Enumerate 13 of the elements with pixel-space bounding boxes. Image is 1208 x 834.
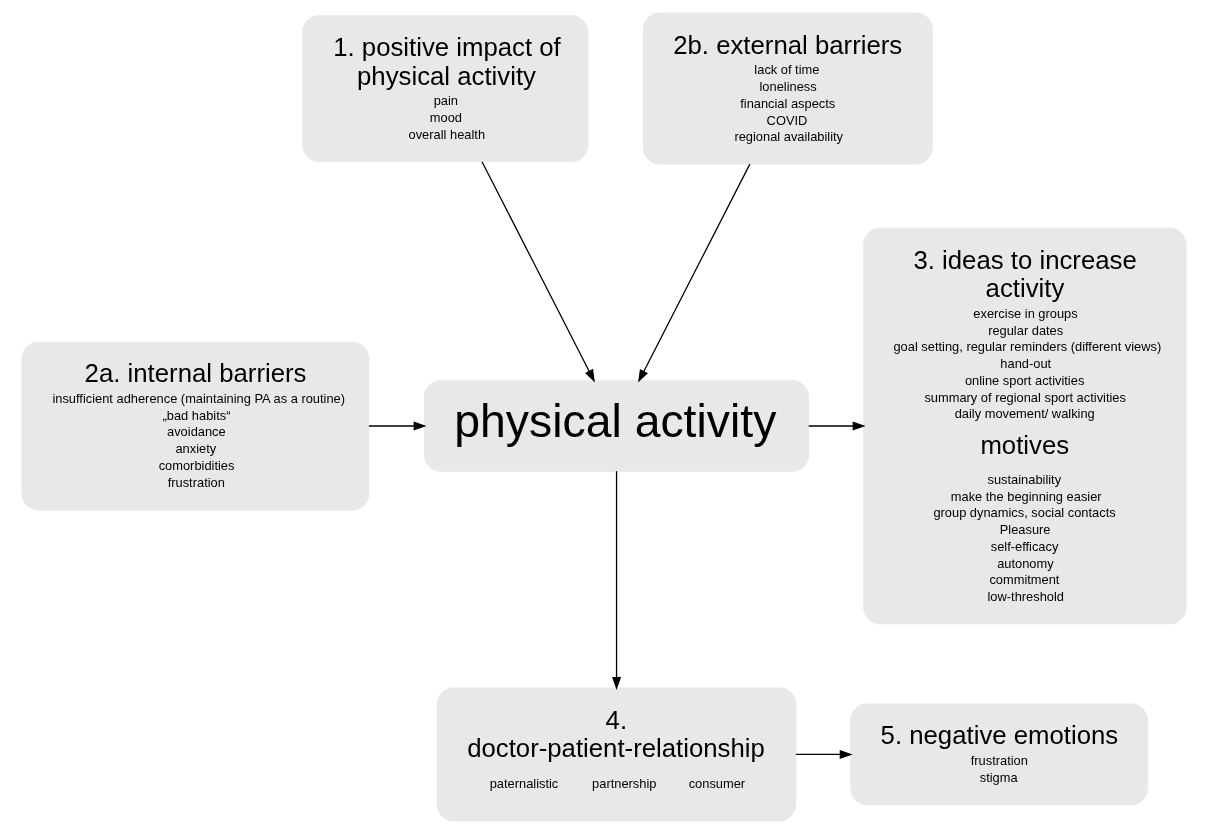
arrow xyxy=(481,161,595,383)
node-box: physical activity xyxy=(424,380,810,472)
node-box: 2b. external barriers lack of time loneliness financial aspects COVID regional availability xyxy=(642,12,933,165)
node-box: 2a. internal barriers insufficient adherence (maintaining PA as a routine) „bad habits“ avoidance anxiety comorbidities frustration xyxy=(21,341,370,511)
arrow xyxy=(368,421,427,431)
arrow xyxy=(795,749,853,759)
arrow xyxy=(612,470,622,690)
node-box: 3. ideas to increase activity exercise in groups regular dates goal setting, regular reminders (different views) hand-out online sport activities summary of regional sport activities daily movement/ walking motives sustainability make the beginning easier group dynamics, social contacts Pleasure self-efficacy autonomy commitment low-threshold xyxy=(863,227,1187,625)
arrow xyxy=(638,163,751,383)
node-box: 4. doctor-patient-relationship paternalistic partnership consumer xyxy=(436,687,797,822)
arrow xyxy=(808,421,866,431)
node-box: 5. negative emotions frustration stigma xyxy=(850,703,1148,806)
node-box: 1. positive impact of physical activity pain mood overall health xyxy=(302,15,589,162)
